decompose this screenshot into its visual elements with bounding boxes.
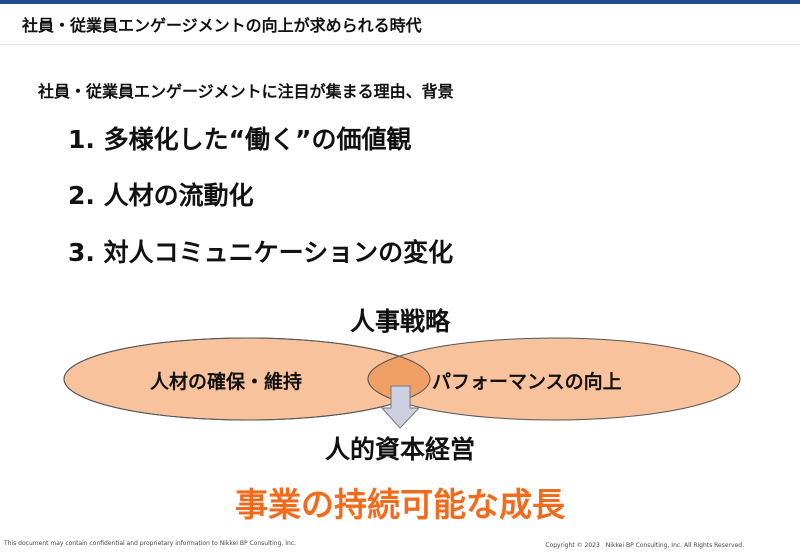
overlap-region bbox=[367, 338, 430, 420]
hr-strategy-label: 人事戦略 bbox=[349, 307, 450, 336]
right-ellipse-label: パフォーマンスの向上 bbox=[432, 371, 622, 393]
footer-disclaimer: This document may contain confidential a… bbox=[4, 540, 296, 547]
left-ellipse-label: 人材の確保・維持 bbox=[150, 371, 303, 393]
reason-item: 1. 多様化した“働く”の価値観 bbox=[68, 125, 412, 154]
reason-item: 3. 対人コミュニケーションの変化 bbox=[68, 238, 454, 267]
divider bbox=[0, 44, 800, 45]
subtitle: 社員・従業員エンゲージメントに注目が集まる理由、背景 bbox=[38, 82, 454, 101]
goal-label: 事業の持続可能な成長 bbox=[235, 485, 565, 524]
human-capital-label: 人的資本経営 bbox=[324, 435, 475, 464]
reason-item: 2. 人材の流動化 bbox=[68, 181, 254, 210]
slide-title: 社員・従業員エンゲージメントの向上が求められる時代 bbox=[22, 16, 422, 35]
top-accent-bar bbox=[0, 0, 800, 4]
down-arrow-icon bbox=[380, 385, 421, 429]
footer-copyright: Copyright © 2023 Nikkei BP Consulting, I… bbox=[545, 542, 744, 549]
